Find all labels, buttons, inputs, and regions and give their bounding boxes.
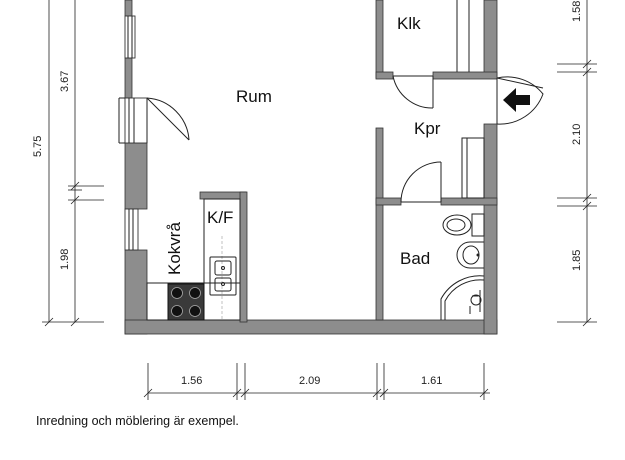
room-labels: Rum Klk Kpr Bad K/F Kokvrå	[165, 14, 441, 275]
entrance-door	[496, 76, 544, 125]
room-label-klk: Klk	[397, 14, 421, 33]
fixtures	[146, 0, 485, 321]
window-left-middle	[118, 97, 148, 144]
bad-door	[400, 161, 442, 203]
washbasin	[456, 241, 484, 269]
room-label-kf: K/F	[207, 208, 233, 227]
furnishing-note: Inredning och möblering är exempel.	[36, 414, 239, 428]
dim-left-lower: 1.98	[59, 249, 71, 270]
dim-left-upper: 3.67	[59, 71, 71, 92]
kitchen-sink	[209, 256, 237, 296]
dim-left-total: 5.75	[32, 136, 44, 157]
doors	[146, 75, 544, 203]
walls	[124, 0, 498, 335]
kpr-wardrobe	[461, 137, 485, 199]
dim-bottom-middle: 2.09	[299, 375, 320, 387]
left-dimensions: 5.75 3.67 1.98	[32, 0, 104, 327]
shower	[440, 275, 485, 320]
room-label-bad: Bad	[400, 249, 430, 268]
window-left-lower	[124, 208, 139, 251]
dim-bottom-left: 1.56	[181, 375, 202, 387]
dim-bottom-right: 1.61	[421, 375, 442, 387]
klk-wardrobe	[456, 0, 470, 72]
room-label-rum: Rum	[236, 87, 272, 106]
right-dimensions: 1.58 2.10 1.85	[557, 0, 597, 327]
entrance-arrow-icon	[503, 88, 530, 112]
windows	[118, 15, 148, 251]
toilet	[442, 213, 485, 237]
stove	[167, 283, 205, 321]
klk-door	[392, 75, 434, 109]
dim-right-middle: 2.10	[571, 124, 583, 145]
balcony-door	[146, 97, 190, 143]
dim-right-bottom: 1.85	[571, 250, 583, 271]
room-label-kokvra: Kokvrå	[165, 222, 184, 275]
window-left-upper	[124, 15, 136, 59]
bottom-dimensions: 1.56 2.09 1.61	[143, 363, 490, 400]
dim-right-top: 1.58	[571, 1, 583, 22]
room-label-kpr: Kpr	[414, 119, 441, 138]
